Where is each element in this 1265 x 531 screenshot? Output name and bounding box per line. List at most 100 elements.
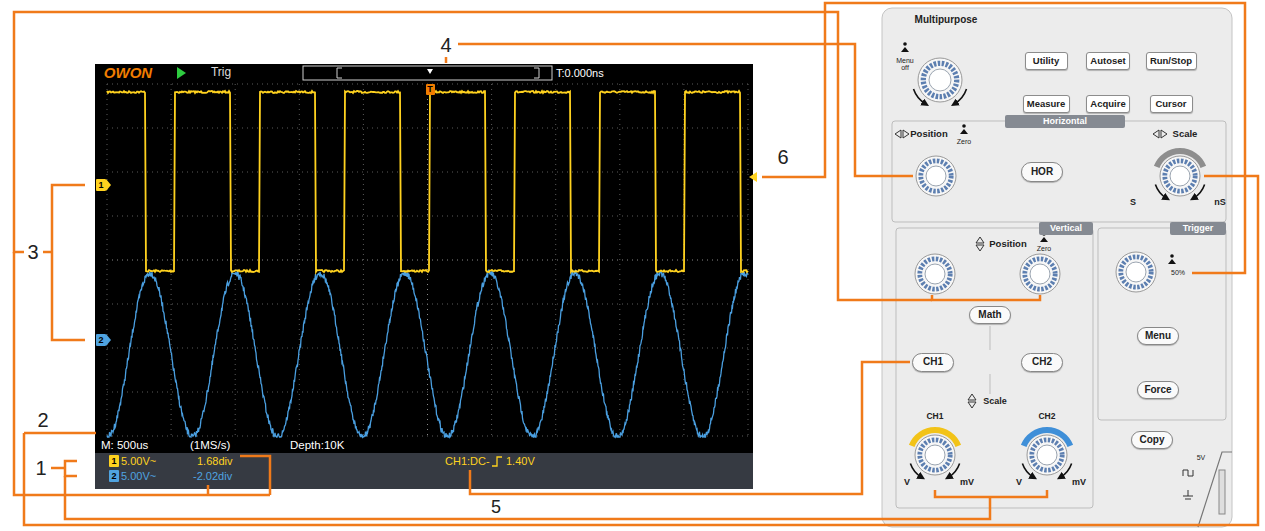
turn-arrow bbox=[910, 463, 921, 477]
channel-badge: 1 bbox=[109, 455, 119, 467]
grid-line bbox=[491, 84, 492, 436]
panel-label: Position bbox=[989, 239, 1026, 250]
leader-line bbox=[458, 44, 913, 176]
knob-body bbox=[915, 435, 955, 475]
section-divider bbox=[990, 374, 991, 394]
knob-grip bbox=[1032, 440, 1062, 470]
grid-line bbox=[619, 84, 620, 436]
knobs bbox=[909, 58, 1206, 477]
knob-body bbox=[1160, 156, 1200, 196]
square-wave-symbol bbox=[1183, 470, 1193, 476]
rising-edge-symbol bbox=[492, 457, 502, 466]
turn-arrow bbox=[1193, 184, 1204, 198]
callout-number: 6 bbox=[777, 146, 788, 169]
grid-line bbox=[107, 304, 748, 305]
knob-cap bbox=[1170, 166, 1190, 186]
section-divider bbox=[990, 326, 991, 350]
node-text: Copy bbox=[1140, 435, 1165, 445]
callout-number: 1 bbox=[35, 457, 46, 480]
knob-cap bbox=[1126, 262, 1146, 282]
panel-button: Copy bbox=[1131, 431, 1173, 449]
knob-grip bbox=[921, 161, 951, 191]
knob-cap bbox=[926, 166, 946, 186]
leader-line bbox=[14, 12, 932, 300]
node-text: 1 bbox=[98, 181, 103, 190]
node-text: CH1 bbox=[923, 357, 943, 367]
push-icon bbox=[903, 42, 907, 46]
node-text: Math bbox=[978, 310, 1001, 320]
leader-line bbox=[43, 251, 52, 254]
direction-icon bbox=[895, 130, 909, 138]
grid-line bbox=[107, 172, 748, 173]
panel-icons bbox=[895, 42, 1176, 408]
trigger-position-mark bbox=[427, 69, 433, 74]
vertical-section bbox=[896, 228, 1093, 508]
screen-readout: -2.02div bbox=[193, 470, 232, 483]
knob-body bbox=[1116, 252, 1156, 292]
screen-readout: M: 500us bbox=[101, 439, 148, 452]
scope-screen bbox=[95, 64, 753, 454]
rotary-knob bbox=[1116, 252, 1156, 292]
screen-readout: Depth:10K bbox=[290, 439, 344, 452]
panel-label: 50% bbox=[1171, 269, 1185, 277]
rotary-knob bbox=[916, 156, 956, 196]
panel-label: Menu off bbox=[893, 57, 917, 72]
window-bracket bbox=[534, 68, 539, 78]
panel-button: Run/Stop bbox=[1146, 52, 1197, 70]
channel-marker-tip bbox=[106, 179, 111, 191]
turn-arrow bbox=[1155, 184, 1166, 198]
panel-button: Utility bbox=[1025, 52, 1068, 70]
panel-label: Multipurpose bbox=[915, 14, 978, 26]
screen-readout: OWON bbox=[104, 64, 152, 81]
panel-label: Scale bbox=[1173, 129, 1198, 140]
memory-bar bbox=[303, 66, 552, 80]
leader-line bbox=[51, 467, 65, 470]
grid-line bbox=[235, 84, 236, 436]
leader-line bbox=[470, 362, 910, 494]
leader-line bbox=[24, 432, 96, 435]
grid-line bbox=[555, 84, 556, 436]
node-text: CH2 bbox=[1032, 357, 1052, 367]
panel-label: Zero bbox=[957, 138, 971, 146]
probe-terminal-housing bbox=[1198, 452, 1232, 527]
window-bracket bbox=[337, 68, 342, 78]
bracket bbox=[932, 295, 1040, 300]
panel-button: Math bbox=[969, 306, 1011, 324]
grid-line bbox=[363, 84, 364, 436]
knob-body bbox=[918, 58, 962, 102]
ground-symbol bbox=[1185, 499, 1191, 500]
grid-line bbox=[107, 348, 748, 349]
status-strip bbox=[95, 453, 753, 489]
horizontal-section bbox=[892, 121, 1226, 222]
trigger-section bbox=[1098, 228, 1226, 420]
node-text: Trigger bbox=[1183, 224, 1214, 233]
panel-label: Zero bbox=[1037, 245, 1051, 253]
grid-line bbox=[107, 128, 748, 129]
direction-icon bbox=[1153, 130, 1167, 138]
turn-arrow bbox=[914, 89, 926, 104]
panel-label: nS bbox=[1214, 197, 1226, 207]
leader-line bbox=[65, 476, 990, 519]
node-text: Horizontal bbox=[1043, 117, 1087, 126]
knob-grip bbox=[920, 440, 950, 470]
knob-grip bbox=[923, 63, 956, 96]
node-text: HOR bbox=[1031, 167, 1053, 177]
rotary-knob bbox=[914, 58, 967, 104]
panel-button: Acquire bbox=[1086, 95, 1130, 113]
push-icon bbox=[901, 47, 909, 52]
callout-lines bbox=[14, 3, 1258, 525]
panel-button: Cursor bbox=[1150, 95, 1193, 113]
node-text: 2 bbox=[98, 336, 103, 345]
turn-arrow bbox=[954, 89, 966, 104]
run-indicator bbox=[177, 67, 186, 79]
rotary-knob bbox=[909, 427, 961, 477]
panel-label: V bbox=[1016, 477, 1022, 487]
bracket bbox=[935, 490, 1047, 497]
push-icon bbox=[1168, 259, 1176, 264]
bracket bbox=[240, 456, 270, 495]
panel-label: CH1 bbox=[926, 412, 943, 422]
knob-grip bbox=[1025, 259, 1055, 289]
channel2-sine-wave bbox=[107, 270, 748, 437]
callout-number: 5 bbox=[491, 497, 501, 518]
